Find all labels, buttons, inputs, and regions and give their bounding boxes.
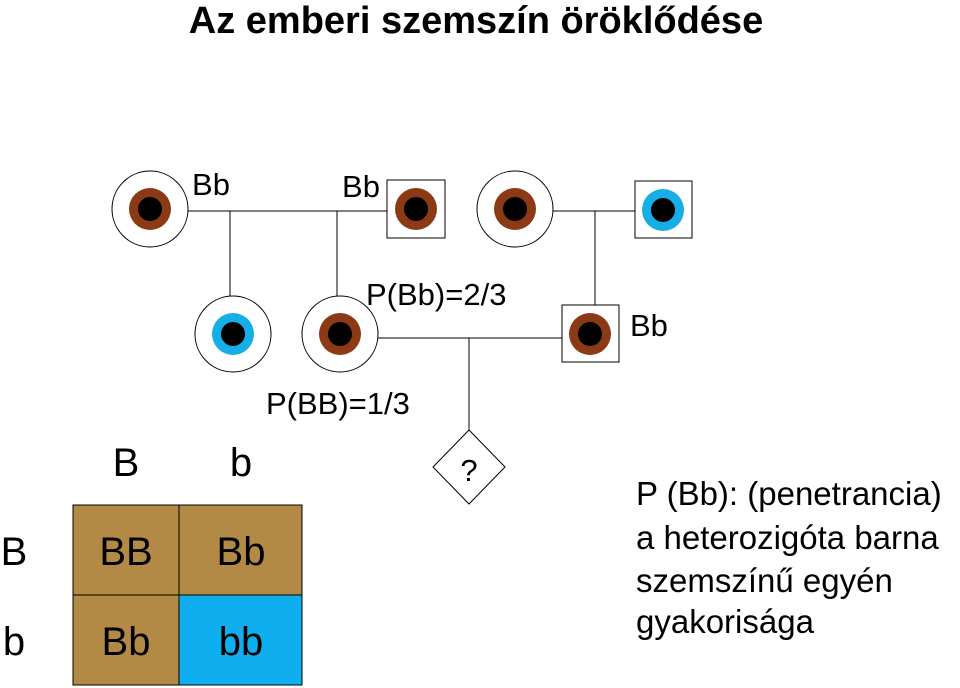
- punnett-square: BB Bb Bb bb B b B b: [1, 441, 303, 686]
- gen2-male-brown: [561, 304, 620, 363]
- pupil: [503, 197, 527, 221]
- punnett-cell-label: Bb: [217, 530, 266, 574]
- gen1-female-right: [476, 170, 554, 248]
- punnett-cell-label: BB: [99, 530, 152, 574]
- penetrance-note: P (Bb): (penetrancia) a heterozigóta bar…: [636, 475, 942, 640]
- note-line: gyakorisága: [636, 603, 815, 640]
- gen2-female-brown: [301, 295, 379, 373]
- pupil: [221, 322, 245, 346]
- genotype-label: Bb: [630, 308, 668, 343]
- probability-het-label: P(Bb)=2/3: [366, 277, 506, 312]
- probability-hom-label: P(BB)=1/3: [266, 386, 410, 421]
- pedigree-lines: [188, 210, 635, 430]
- genotype-label: Bb: [192, 167, 230, 202]
- genotype-label: Bb: [342, 169, 380, 204]
- pupil: [578, 322, 602, 346]
- pupil: [404, 197, 428, 221]
- punnett-cell: [179, 595, 302, 685]
- gen1-female-left: [111, 170, 189, 248]
- punnett-cell: [73, 505, 179, 595]
- note-line: a heterozigóta barna: [636, 519, 939, 556]
- punnett-cell: [73, 595, 179, 685]
- unknown-offspring-diamond: [432, 429, 506, 505]
- punnett-row-header: B: [1, 530, 28, 574]
- punnett-cell-label: bb: [219, 620, 264, 664]
- punnett-col-header: b: [230, 441, 252, 485]
- gen1-male-right: [634, 180, 693, 239]
- punnett-col-header: B: [113, 441, 140, 485]
- punnett-row-header: b: [3, 620, 25, 664]
- page-title: Az emberi szemszín öröklődése: [189, 0, 763, 42]
- punnett-cell-label: Bb: [102, 620, 151, 664]
- unknown-offspring-label: ?: [460, 453, 477, 488]
- gen2-female-blue: [194, 295, 272, 373]
- punnett-cell: [179, 505, 302, 595]
- note-line: P (Bb): (penetrancia): [636, 475, 942, 512]
- pupil: [138, 197, 162, 221]
- pupil: [328, 322, 352, 346]
- gen1-male-left: [386, 179, 446, 239]
- pupil: [651, 198, 675, 222]
- note-line: szemszínű egyén: [636, 562, 893, 599]
